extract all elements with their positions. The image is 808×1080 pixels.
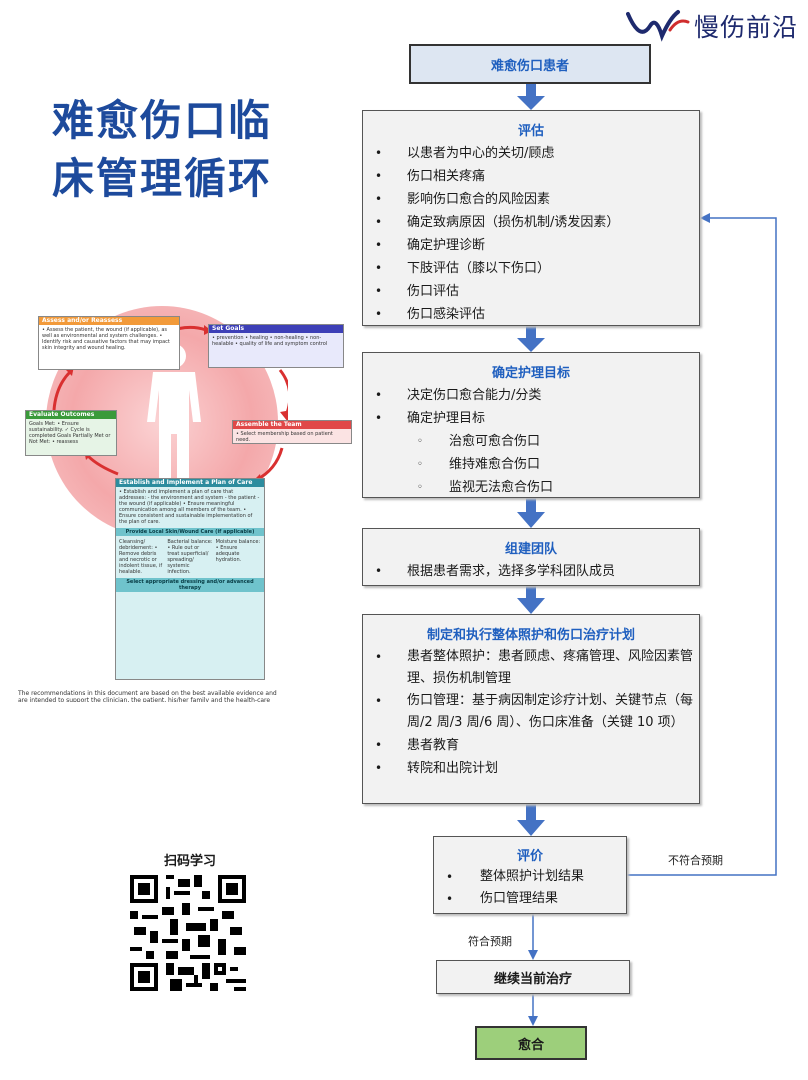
bacterial-column: Bacterial balance: • Rule out or treat s… xyxy=(167,539,213,575)
assess-box: Assess and/or Reassess • Assess the pati… xyxy=(38,316,180,370)
team-node: 组建团队 根据患者需求，选择多学科团队成员 xyxy=(362,528,700,586)
title-line-2: 床管理循环 xyxy=(52,154,273,203)
team-node-title: 组建团队 xyxy=(504,542,557,557)
assess-box-title: Assess and/or Reassess xyxy=(39,317,179,325)
list-subitem: 监视无法愈合伤口 xyxy=(375,476,699,499)
plan-node-title: 制定和执行整体照护和伤口治疗计划 xyxy=(426,628,635,643)
list-item: 根据患者需求，选择多学科团队成员 xyxy=(375,560,699,583)
start-node-label: 难愈伤口患者 xyxy=(490,58,569,74)
goals-items: 决定伤口愈合能力/分类 确定护理目标 治愈可愈合伤口 维持难愈合伤口 监视无法愈… xyxy=(363,384,699,499)
local-care-columns: Cleansing/ debridement: • Remove debris … xyxy=(119,539,261,575)
cleansing-column: Cleansing/ debridement: • Remove debris … xyxy=(119,539,163,575)
plan-of-care-box-title: Establish and Implement a Plan of Care xyxy=(116,479,264,487)
list-item: 整体照护计划结果 xyxy=(446,866,626,888)
assemble-team-box-title: Assemble the Team xyxy=(233,421,351,429)
evaluate-outcomes-box-title: Evaluate Outcomes xyxy=(26,411,116,419)
dressing-footer: Select appropriate dressing and/or advan… xyxy=(116,578,264,592)
plan-of-care-box: Establish and Implement a Plan of Care •… xyxy=(115,478,265,680)
list-item: 伤口相关疼痛 xyxy=(375,165,699,188)
list-item: 伤口感染评估 xyxy=(375,303,699,326)
list-item: 转院和出院计划 xyxy=(375,757,699,780)
brand-logo: 慢伤前沿 xyxy=(626,6,802,46)
brand-name: 慢伤前沿 xyxy=(694,13,799,42)
healed-node: 愈合 xyxy=(475,1026,587,1060)
list-item: 下肢评估（膝以下伤口） xyxy=(375,257,699,280)
met-label: 符合预期 xyxy=(468,935,512,948)
moisture-column: Moisture balance: • Ensure adequate hydr… xyxy=(215,539,261,563)
assess-box-text: • Assess the patient, the wound (if appl… xyxy=(42,327,170,351)
list-item: 确定致病原因（损伤机制/诱发因素） xyxy=(375,211,699,234)
evaluate-node: 评价 整体照护计划结果 伤口管理结果 xyxy=(433,836,627,914)
goals-node-title: 确定护理目标 xyxy=(491,366,570,381)
page-title: 难愈伤口临 床管理循环 xyxy=(52,92,312,208)
list-item: 确定护理目标 xyxy=(375,407,699,430)
list-item: 患者教育 xyxy=(375,734,699,757)
wound-care-cycle-figure: Assess and/or Reassess • Assess the pati… xyxy=(18,298,352,702)
plan-of-care-box-text: • Establish and implement a plan of care… xyxy=(119,489,260,525)
assess-node: 评估 以患者为中心的关切/顾虑 伤口相关疼痛 影响伤口愈合的风险因素 确定致病原… xyxy=(362,110,700,326)
qr-code-icon[interactable] xyxy=(130,874,246,992)
set-goals-box: Set Goals • prevention • healing • non-h… xyxy=(208,324,344,368)
goals-node: 确定护理目标 决定伤口愈合能力/分类 确定护理目标 治愈可愈合伤口 维持难愈合伤… xyxy=(362,352,700,499)
healed-label: 愈合 xyxy=(517,1037,544,1053)
evaluate-outcomes-box: Evaluate Outcomes Goals Met: • Ensure su… xyxy=(25,410,117,456)
list-item: 伤口管理结果 xyxy=(446,888,626,910)
list-item: 确定护理诊断 xyxy=(375,234,699,257)
list-item: 决定伤口愈合能力/分类 xyxy=(375,384,699,407)
assess-items: 以患者为中心的关切/顾虑 伤口相关疼痛 影响伤口愈合的风险因素 确定致病原因（损… xyxy=(363,142,699,326)
assess-node-title: 评估 xyxy=(517,124,544,139)
evaluate-outcomes-box-text: Goals Met: • Ensure sustainability. ✓ Cy… xyxy=(29,421,111,445)
list-item: 以患者为中心的关切/顾虑 xyxy=(375,142,699,165)
qr-label: 扫码学习 xyxy=(163,854,216,869)
continue-treatment-label: 继续当前治疗 xyxy=(493,971,572,987)
list-item: 伤口评估 xyxy=(375,280,699,303)
local-care-subheader: Provide Local Skin/Wound Care (if applic… xyxy=(116,528,264,536)
title-line-1: 难愈伤口临 xyxy=(52,96,273,145)
list-item: 影响伤口愈合的风险因素 xyxy=(375,188,699,211)
assemble-team-box-text: • Select membership based on patient nee… xyxy=(236,431,333,443)
list-item: 伤口管理：基于病因制定诊疗计划、关键节点（每周/2 周/3 周/6 周）、伤口床… xyxy=(375,690,699,734)
set-goals-box-text: • prevention • healing • non-healing • n… xyxy=(212,335,328,347)
brand-logo-icon xyxy=(626,10,690,42)
list-item: 患者整体照护：患者顾虑、疼痛管理、风险因素管理、损伤机制管理 xyxy=(375,646,699,690)
list-subitem: 治愈可愈合伤口 xyxy=(375,430,699,453)
team-items: 根据患者需求，选择多学科团队成员 xyxy=(363,560,699,583)
evaluate-node-title: 评价 xyxy=(516,849,543,864)
not-met-label: 不符合预期 xyxy=(668,854,723,867)
list-subitem: 维持难愈合伤口 xyxy=(375,453,699,476)
evaluate-items: 整体照护计划结果 伤口管理结果 xyxy=(434,866,626,910)
start-node: 难愈伤口患者 xyxy=(409,44,651,84)
plan-node: 制定和执行整体照护和伤口治疗计划 患者整体照护：患者顾虑、疼痛管理、风险因素管理… xyxy=(362,614,700,804)
plan-items: 患者整体照护：患者顾虑、疼痛管理、风险因素管理、损伤机制管理 伤口管理：基于病因… xyxy=(363,646,699,780)
set-goals-box-title: Set Goals xyxy=(209,325,343,333)
assemble-team-box: Assemble the Team • Select membership ba… xyxy=(232,420,352,444)
figure-footnote: The recommendations in this document are… xyxy=(18,690,277,702)
continue-treatment-node: 继续当前治疗 xyxy=(436,960,630,994)
